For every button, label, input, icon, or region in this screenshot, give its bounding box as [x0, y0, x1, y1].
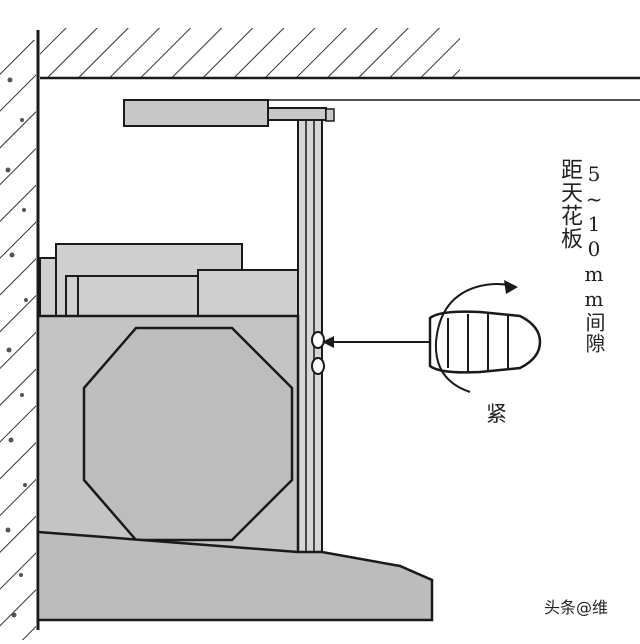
tighten-label: 紧: [486, 402, 507, 426]
screwdriver-icon: [311, 310, 542, 375]
rotation-arrow-icon: [434, 280, 518, 393]
fan-housing-octagon: [82, 326, 294, 542]
clearance-gap-label: 5~10mm间隙: [582, 162, 606, 354]
top-component-right: [197, 269, 299, 317]
ac-unit-body: [36, 314, 300, 556]
watermark-text: 头条@维: [544, 598, 609, 617]
ceiling-distance-label: 距天花板: [557, 158, 582, 250]
left-wall: [0, 30, 40, 640]
adjustable-support-post: [297, 119, 323, 553]
floor-base: [36, 530, 434, 622]
ceiling-slab: [40, 28, 640, 80]
